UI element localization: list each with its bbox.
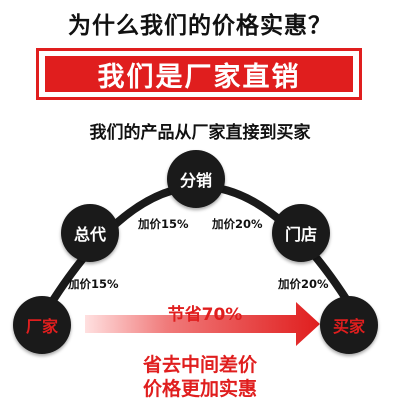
node-distribution: 分销 xyxy=(167,150,225,208)
direct-sale-arrow xyxy=(85,302,320,346)
node-general-agent: 总代 xyxy=(61,204,119,262)
footer-line-2: 价格更加实惠 xyxy=(142,378,257,400)
node-factory: 厂家 xyxy=(13,296,71,354)
markup-distribution-to-store: 加价20% xyxy=(212,217,263,231)
page-title: 为什么我们的价格实惠？ xyxy=(68,13,332,39)
node-store: 门店 xyxy=(272,204,330,262)
node-buyer: 买家 xyxy=(320,296,378,354)
banner-text: 我们是厂家直销 xyxy=(45,56,353,93)
markup-agent-to-distribution: 加价15% xyxy=(138,217,189,231)
footer-line-1: 省去中间差价 xyxy=(142,354,257,376)
markup-factory-to-agent: 加价15% xyxy=(68,277,119,291)
subtitle: 我们的产品从厂家直接到买家 xyxy=(89,123,311,143)
savings-label: 节省70% xyxy=(167,305,243,325)
headline-banner: 我们是厂家直销 xyxy=(36,48,362,100)
markup-store-to-buyer: 加价20% xyxy=(278,277,329,291)
